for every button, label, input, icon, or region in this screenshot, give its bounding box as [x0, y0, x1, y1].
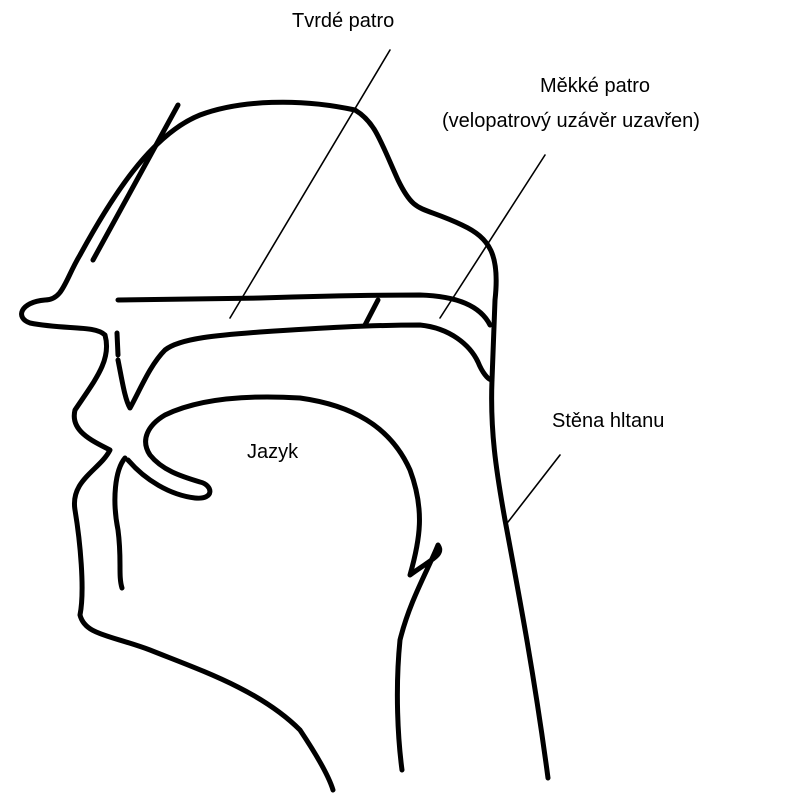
hard-palate-label: Tvrdé patro — [292, 10, 394, 32]
nasal-bridge-line — [93, 105, 178, 260]
soft-palate-label-line2: (velopatrový uzávěr uzavřen) — [442, 110, 700, 132]
soft-palate-leader — [440, 155, 545, 318]
lower-lip — [115, 458, 125, 588]
tongue-label: Jazyk — [247, 441, 299, 463]
soft-palate-label-line1: Měkké patro — [540, 75, 650, 97]
pharyngeal-wall-leader — [508, 455, 560, 522]
pharyngeal-wall-label: Stěna hltanu — [552, 410, 664, 432]
hard-palate-line — [117, 325, 492, 408]
hard-palate-leader — [230, 50, 390, 318]
nasal-floor-line — [118, 295, 490, 325]
velum-edge — [365, 300, 378, 325]
